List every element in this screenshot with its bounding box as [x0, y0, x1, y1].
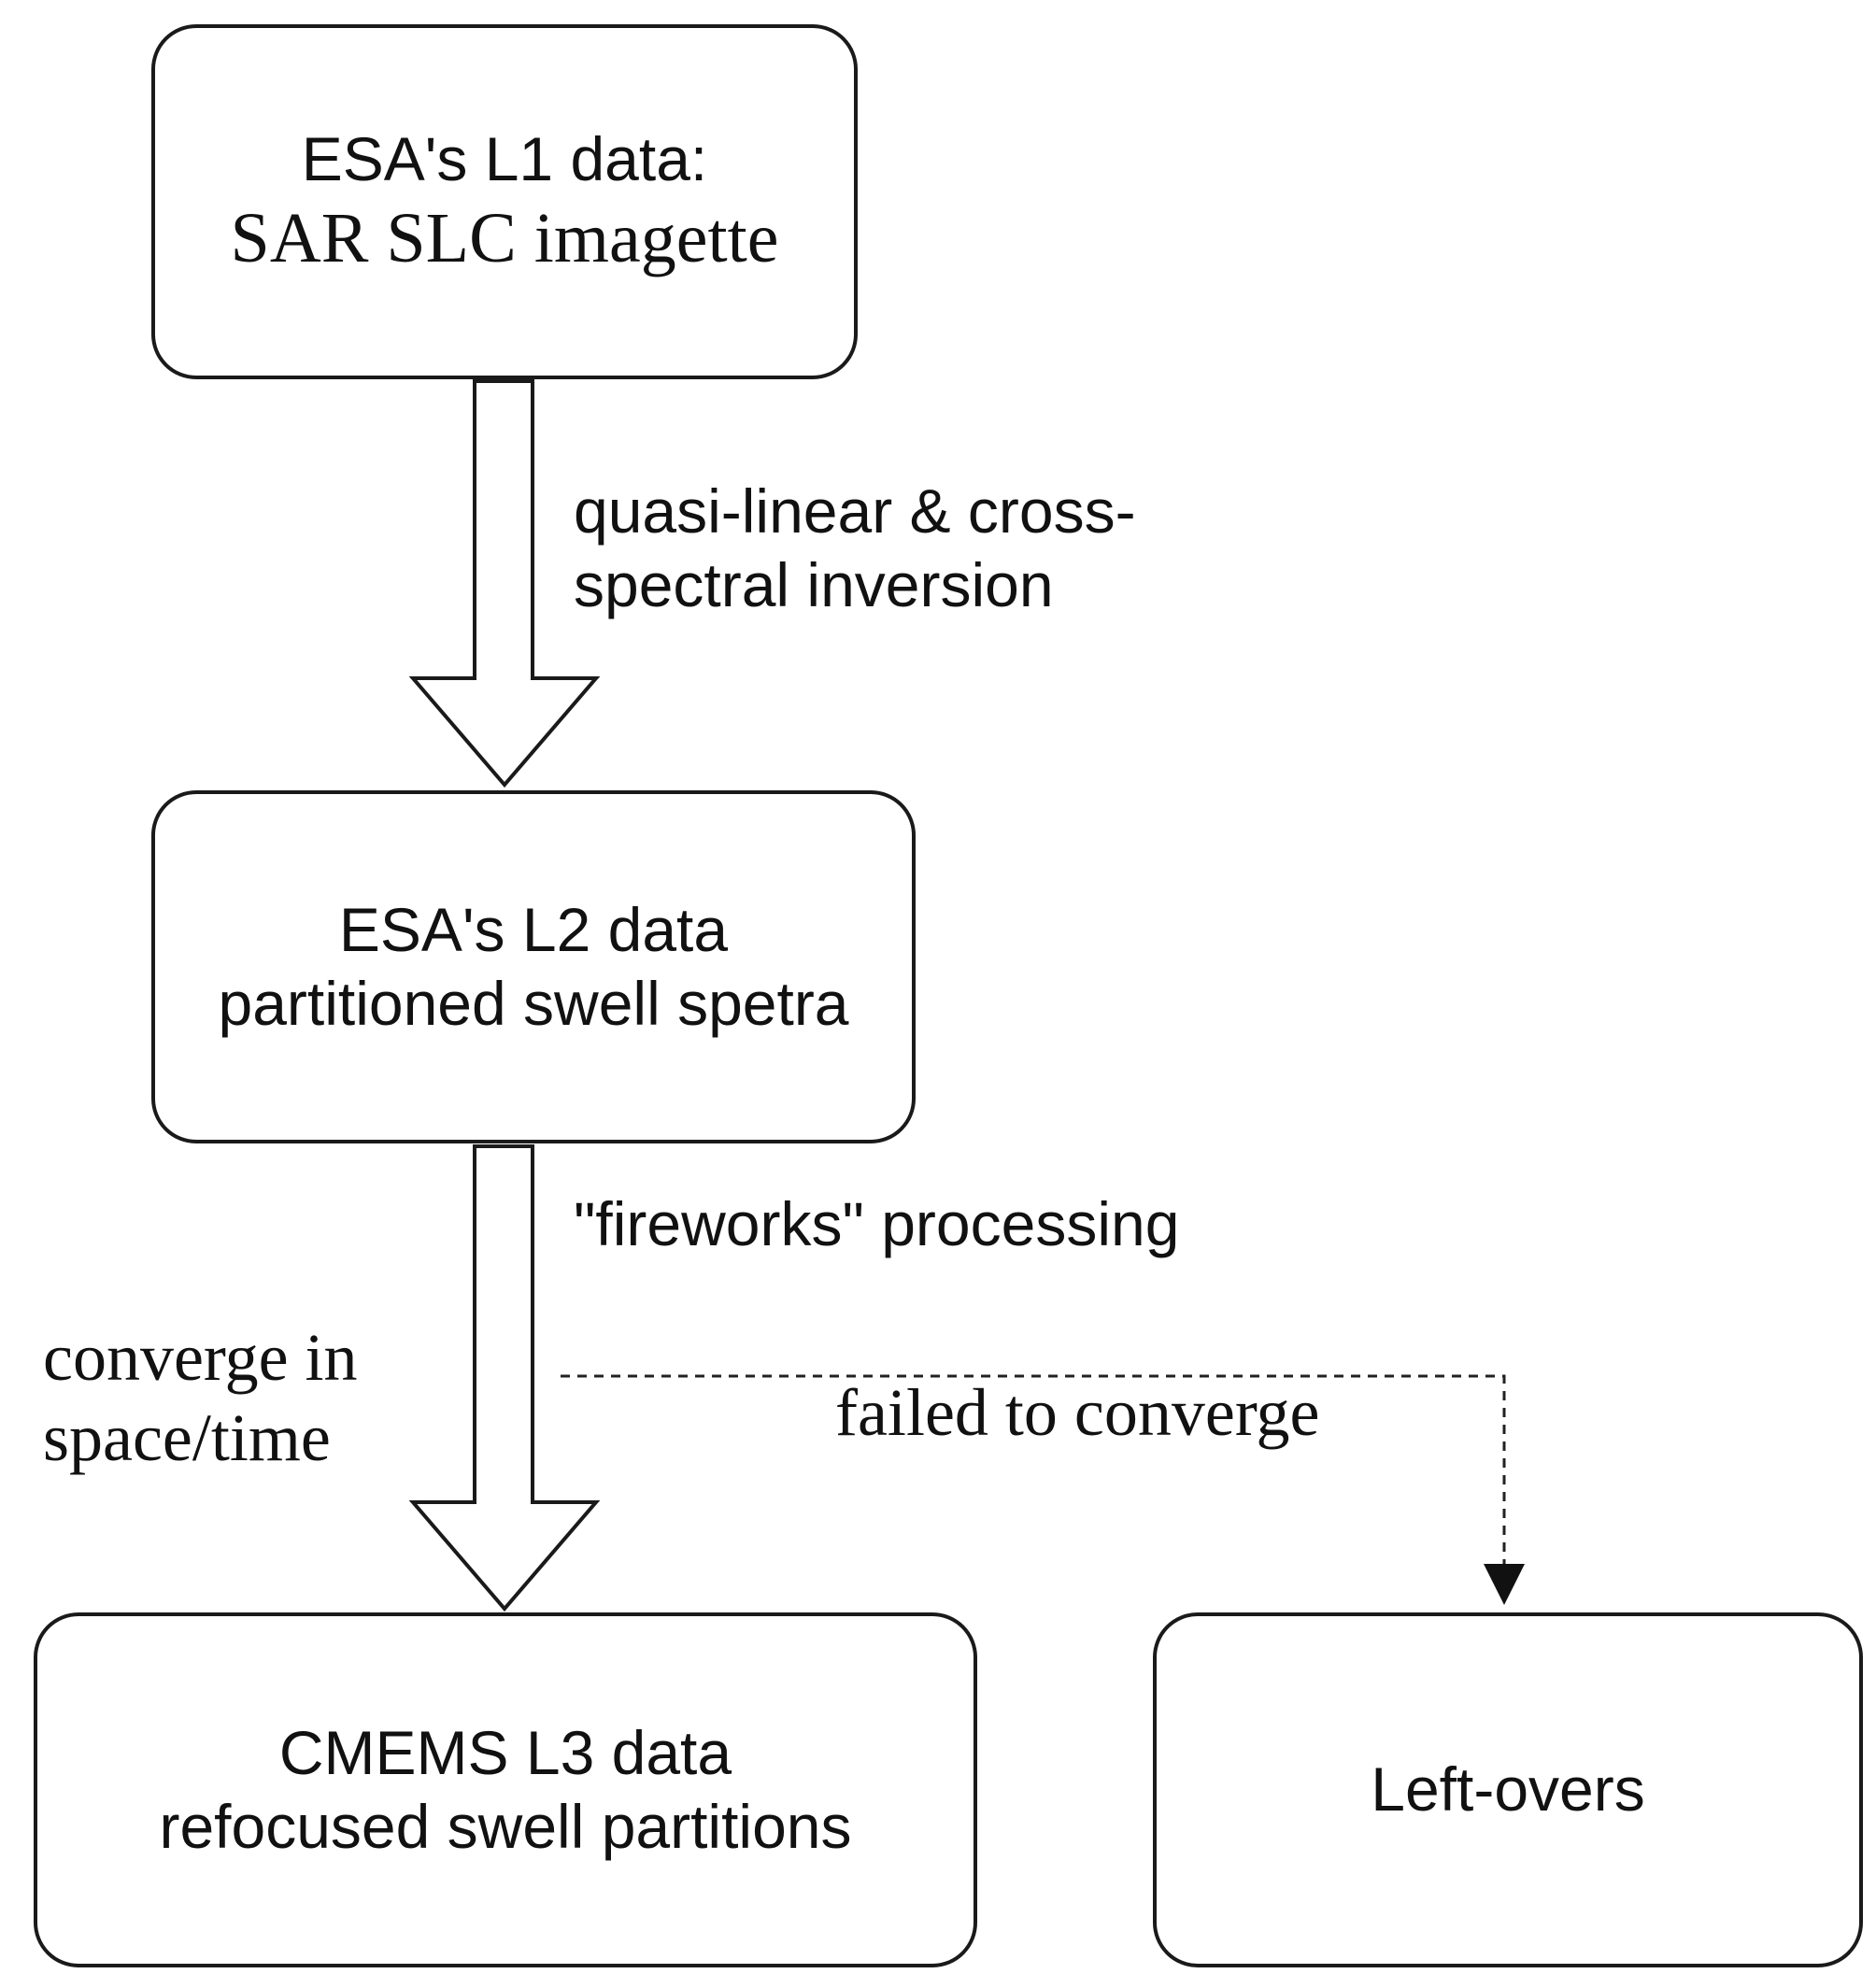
dashed-arrow-head [1484, 1564, 1525, 1605]
node-cmems-l3-subtitle: refocused swell partitions [159, 1792, 852, 1861]
node-esa-l2-subtitle: partitioned swell spetra [218, 969, 849, 1038]
block-arrow-l1-to-l2 [408, 379, 601, 788]
edge-label-inversion-line1: quasi-linear & cross- [574, 476, 1136, 546]
node-esa-l1-subtitle: SAR SLC imagette [230, 199, 779, 277]
node-cmems-l3-title: CMEMS L3 data [278, 1717, 732, 1787]
edge-label-fireworks: "fireworks" processing [574, 1189, 1180, 1258]
node-esa-l1: ESA's L1 data: SAR SLC imagette [151, 24, 858, 379]
node-esa-l2-title: ESA's L2 data [338, 894, 729, 964]
block-arrow-l2-to-l3 [408, 1144, 601, 1612]
dashed-arrow-to-leftovers [561, 1374, 1506, 1566]
edge-label-failed: failed to converge [835, 1375, 1320, 1450]
edge-label-converge: converge in space/time [43, 1317, 358, 1479]
edge-label-inversion: quasi-linear & cross- spectral inversion [574, 475, 1136, 622]
edge-label-converge-line2: space/time [43, 1400, 331, 1476]
node-leftovers: Left-overs [1153, 1612, 1863, 1967]
node-esa-l1-title: ESA's L1 data: [301, 123, 708, 193]
node-cmems-l3: CMEMS L3 data refocused swell partitions [34, 1612, 977, 1967]
node-esa-l2: ESA's L2 data partitioned swell spetra [151, 790, 916, 1143]
edge-label-converge-line1: converge in [43, 1320, 358, 1395]
edge-label-inversion-line2: spectral inversion [574, 550, 1054, 620]
node-leftovers-title: Left-overs [1371, 1754, 1645, 1825]
